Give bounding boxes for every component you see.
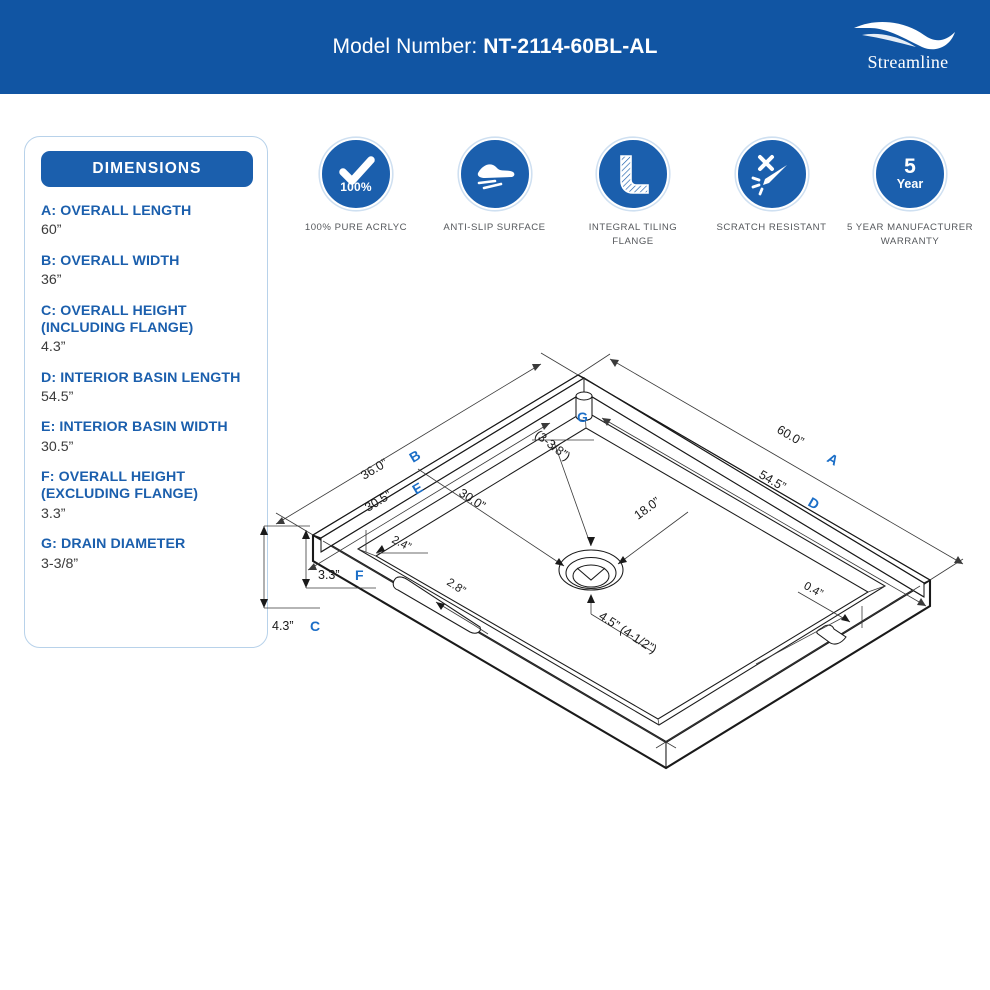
shower-base-isometric-svg: 36.0” B 30.5” E 60.0” A	[260, 352, 964, 770]
badge-anti-slip: ANTI-SLIP SURFACE	[431, 138, 559, 235]
badge-label-warranty: 5 YEAR MANUFACTURER WARRANTY	[846, 222, 974, 247]
product-technical-drawing: 36.0” B 30.5” E 60.0” A	[258, 330, 978, 770]
dimensions-panel-title: DIMENSIONS	[41, 151, 253, 187]
dimension-row-b: B: OVERALL WIDTH 36”	[41, 253, 251, 290]
dimensions-panel: DIMENSIONS A: OVERALL LENGTH 60” B: OVER…	[24, 136, 268, 648]
integral-tiling-flange	[311, 374, 932, 598]
callout-b-letter: B	[406, 447, 423, 466]
brand-name: Streamline	[867, 52, 949, 72]
model-number-value: NT-2114-60BL-AL	[483, 35, 658, 58]
dimension-key-c: C: OVERALL HEIGHT (INCLUDING FLANGE)	[41, 302, 194, 336]
badge-pure-acrylic: 100% 100% PURE ACRLYC	[292, 138, 420, 235]
dimension-value-f: 3.3”	[41, 505, 66, 522]
drain-assembly	[558, 549, 624, 591]
dimension-key-b: B: OVERALL WIDTH	[41, 252, 180, 269]
badge-label-scratch-resistant: SCRATCH RESISTANT	[716, 222, 827, 233]
callout-f-letter: F	[355, 567, 364, 583]
model-number-label: Model Number:	[332, 35, 478, 58]
dimension-row-d: D: INTERIOR BASIN LENGTH 54.5”	[41, 370, 251, 407]
callout-b-value: 36.0”	[358, 456, 390, 483]
wave-swoosh-icon	[854, 21, 955, 50]
page-header: Model Number: NT-2114-60BL-AL Streamline	[0, 0, 990, 94]
dimension-value-a: 60”	[41, 222, 62, 239]
badge-inner-text-100: 100%	[340, 180, 372, 194]
dimension-value-c: 4.3”	[41, 339, 66, 356]
callout-f-height-excl-flange: 3.3” F	[302, 530, 376, 589]
flange-corner-post	[575, 391, 593, 422]
basin-right-ledge-pad	[755, 617, 847, 665]
badge-label-tiling-flange: INTEGRAL TILING FLANGE	[588, 222, 678, 247]
callout-f-value: 3.3”	[318, 568, 340, 582]
badge-scratch-resistant: SCRATCH RESISTANT	[708, 138, 836, 235]
dimension-value-g: 3-3/8”	[41, 555, 79, 572]
scratch-resistant-icon	[735, 138, 808, 210]
callout-g-letter: G	[577, 409, 588, 425]
feature-badges: 100% 100% PURE ACRLYC ANTI-SLIP SURFACE	[292, 138, 974, 278]
callout-c-value: 4.3”	[272, 619, 294, 633]
dimension-key-f: F: OVERALL HEIGHT (EXCLUDING FLANGE)	[41, 469, 199, 503]
page-title: Model Number: NT-2114-60BL-AL	[332, 35, 657, 59]
dimension-value-b: 36”	[41, 272, 62, 289]
dimension-row-c: C: OVERALL HEIGHT (INCLUDING FLANGE) 4.3…	[41, 303, 251, 357]
dimension-value-e: 30.5”	[41, 438, 74, 455]
front-threshold	[322, 540, 921, 749]
warranty-5-year-icon: 5 Year	[874, 138, 946, 210]
dimension-key-g: G: DRAIN DIAMETER	[41, 536, 186, 553]
l-flange-icon	[597, 138, 669, 210]
dimension-key-e: E: INTERIOR BASIN WIDTH	[41, 419, 228, 436]
dimension-key-d: D: INTERIOR BASIN LENGTH	[41, 369, 241, 386]
dimension-row-f: F: OVERALL HEIGHT (EXCLUDING FLANGE) 3.3…	[41, 469, 251, 523]
badge-tiling-flange: INTEGRAL TILING FLANGE	[569, 138, 697, 249]
warranty-years-number: 5	[904, 155, 916, 179]
warranty-years-unit: Year	[896, 177, 924, 192]
dimension-value-d: 54.5”	[41, 388, 74, 405]
callout-a-letter: A	[825, 450, 842, 469]
check-100-icon: 100%	[320, 138, 392, 210]
callout-c-overall-height: 4.3” C	[260, 525, 320, 634]
dimension-row-g: G: DRAIN DIAMETER 3-3/8”	[41, 536, 251, 573]
dimension-row-a: A: OVERALL LENGTH 60”	[41, 203, 251, 240]
shoe-anti-slip-icon	[458, 138, 531, 210]
dimension-key-a: A: OVERALL LENGTH	[41, 203, 192, 219]
badge-warranty: 5 Year 5 YEAR MANUFACTURER WARRANTY	[846, 138, 974, 249]
badge-label-anti-slip: ANTI-SLIP SURFACE	[443, 222, 546, 233]
badge-label-pure-acrylic: 100% PURE ACRLYC	[304, 222, 408, 233]
callout-a-value: 60.0”	[775, 422, 807, 448]
streamline-logo: Streamline	[848, 16, 968, 82]
callout-c-letter: C	[310, 618, 320, 634]
base-bottom-silhouette	[311, 535, 932, 770]
dimension-row-e: E: INTERIOR BASIN WIDTH 30.5”	[41, 419, 251, 456]
basin-left-ledge-pad	[392, 576, 481, 634]
